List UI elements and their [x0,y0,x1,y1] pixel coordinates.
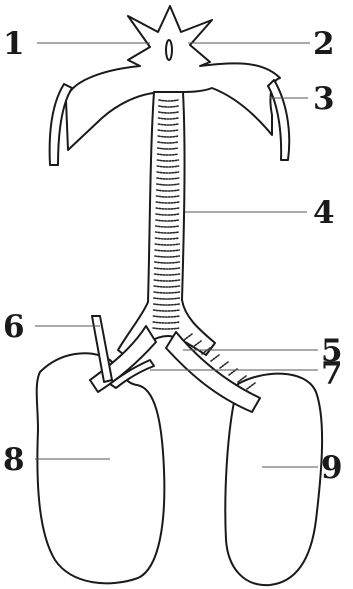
label-6: 6 [3,309,25,345]
label-4: 4 [313,195,335,231]
label-8: 8 [3,442,25,478]
label-1: 1 [3,26,25,62]
bronchial-ring [220,362,228,368]
label-7: 7 [321,356,343,392]
label-9: 9 [321,450,343,486]
bronchial-ring [211,355,219,361]
label-3: 3 [313,81,335,117]
trachea [118,92,215,358]
nostril-opening [166,40,172,60]
label-2: 2 [313,26,335,62]
